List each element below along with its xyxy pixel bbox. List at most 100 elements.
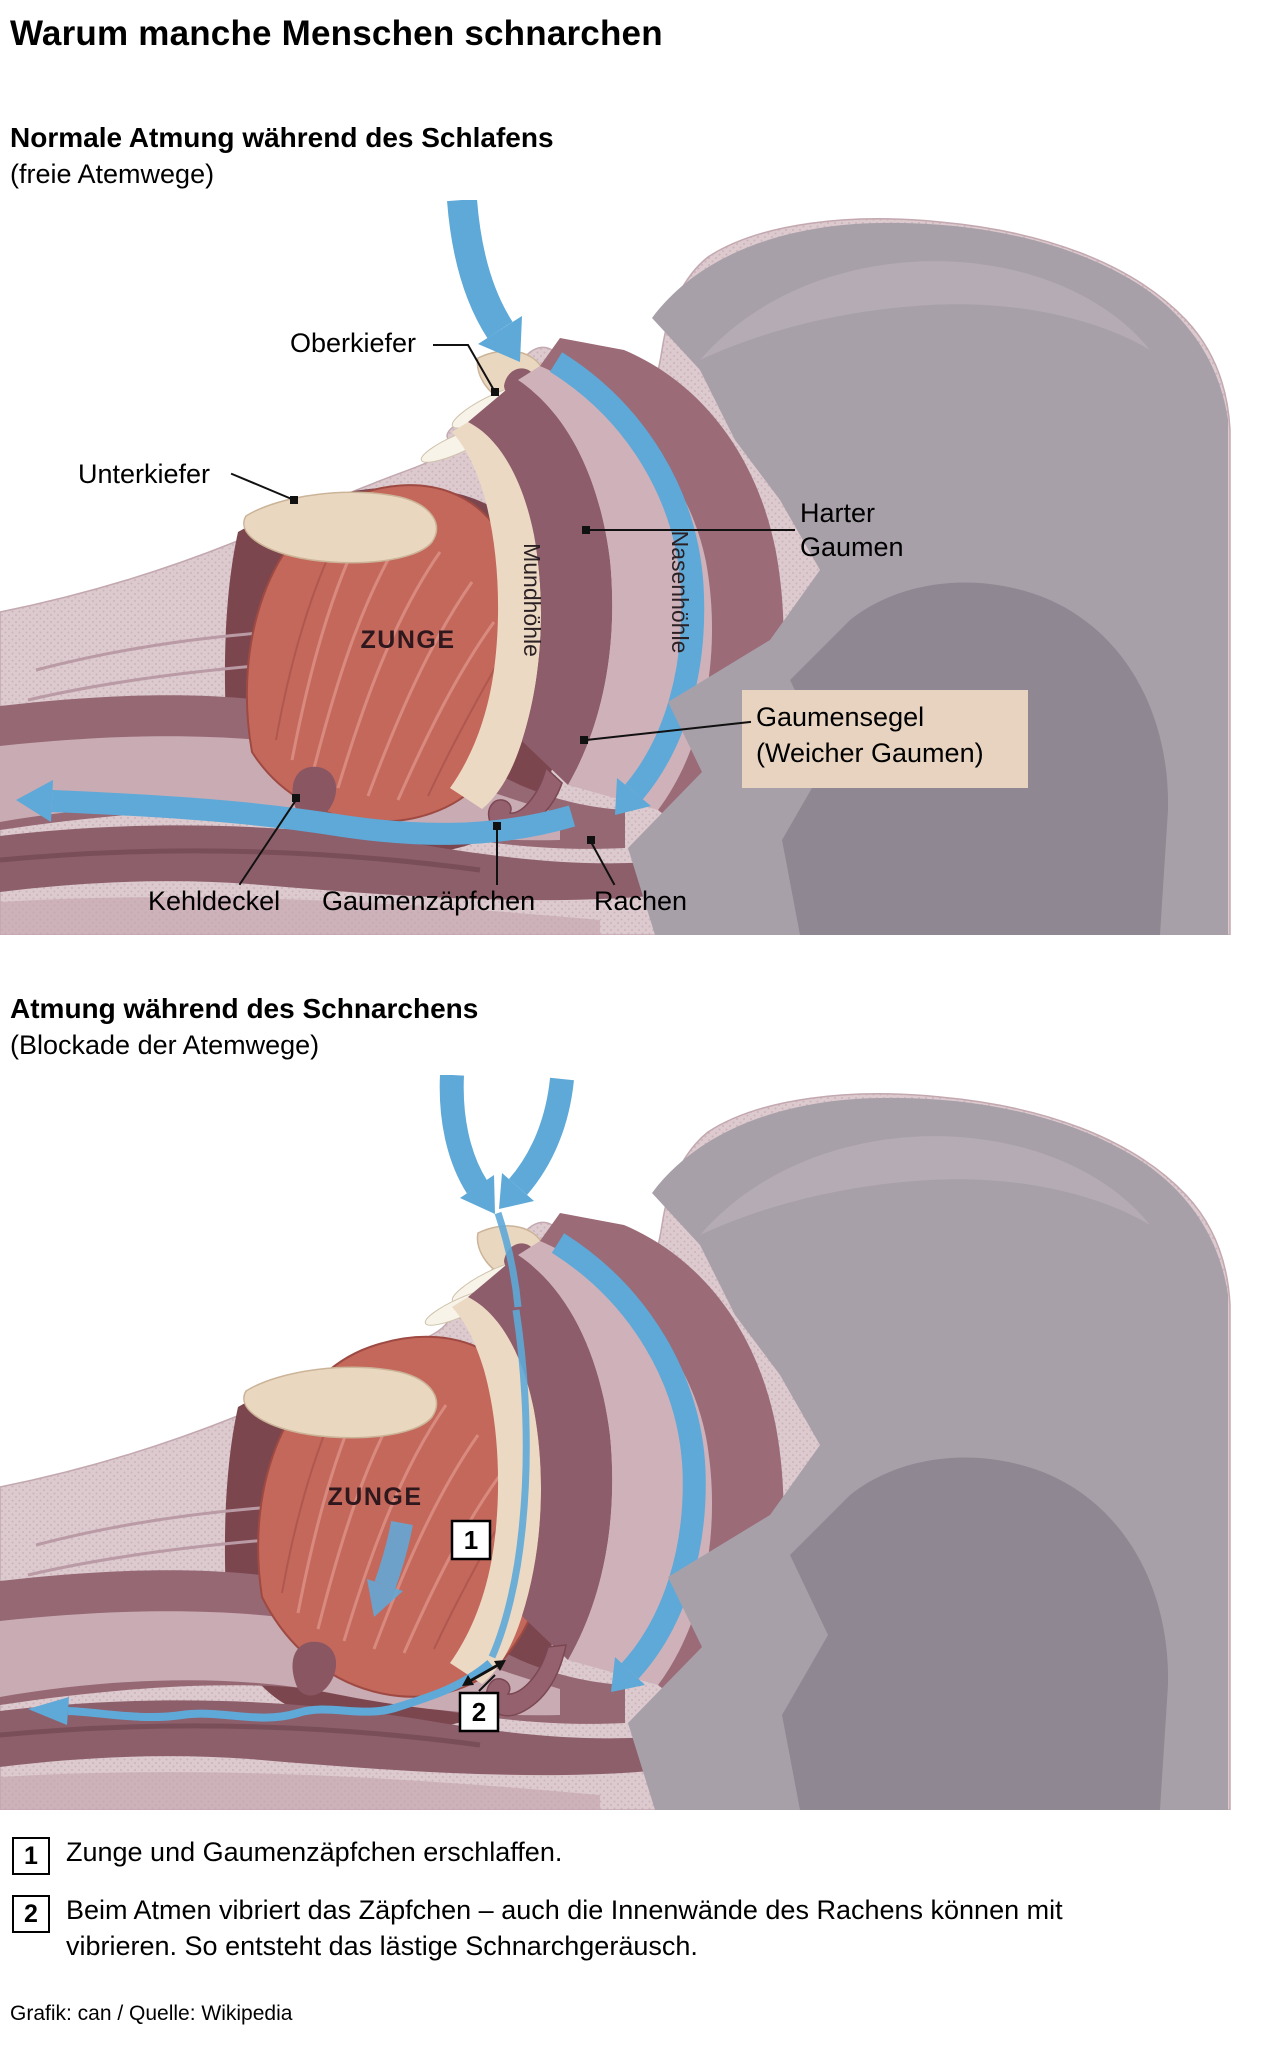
nasal-airflow-arrow-icon [551, 1233, 706, 1692]
section2-heading: Atmung während des Schnarchens [10, 993, 479, 1024]
leader-oberkiefer [433, 344, 497, 394]
credit-line: Grafik: can / Quelle: Wikipedia [10, 2002, 293, 2025]
leader-rachen [589, 840, 616, 886]
arrow-head [367, 1579, 403, 1617]
inhale-arrow-right-icon [499, 1077, 574, 1209]
legend-marker-1: 1 [12, 1837, 50, 1875]
marker-1: 1 [450, 1519, 492, 1561]
lower-jaw-bone [243, 1366, 438, 1439]
page-title: Warum manche Menschen schnarchen [10, 14, 663, 53]
throat-wall-lower [0, 825, 650, 901]
epiglottis [292, 766, 337, 821]
vibration-double-arrow-icon [462, 1660, 506, 1686]
label-zunge: ZUNGE [328, 1483, 423, 1511]
label-zunge: ZUNGE [361, 626, 456, 654]
label-nasenhoehle: Nasenhöhle [667, 531, 693, 654]
neck-tissue-band [0, 1772, 600, 1810]
lower-jaw-bone [243, 491, 438, 564]
label-harter-gaumen-line1: Harter [800, 498, 875, 528]
arrow-head [16, 780, 53, 822]
section1-subheading: (freie Atemwege) [10, 159, 215, 189]
vibration-arrowhead [462, 1675, 474, 1686]
leader-gaumensegel [584, 720, 752, 742]
label-plate [742, 690, 1028, 788]
marker-2: 2 [458, 1674, 500, 1733]
marker-1-digit: 1 [464, 1525, 478, 1555]
label-mundhoehle: Mundhöhle [519, 543, 545, 657]
leader-dot [491, 388, 499, 396]
diagram2-labels: ZUNGE 1 2 [328, 1483, 506, 1733]
arrow-head [478, 316, 522, 362]
label-unterkiefer: Unterkiefer [78, 459, 210, 489]
arrow-head [499, 1173, 534, 1209]
diagram-normal-breathing: Oberkiefer Unterkiefer ZUNGE Mundhöhle N… [0, 200, 1231, 935]
arrow-head [460, 1175, 495, 1214]
neck-shading-line [35, 1505, 273, 1547]
leader-unterkiefer [230, 472, 296, 502]
arrow-head [615, 778, 651, 815]
arrow-head [28, 1697, 69, 1725]
legend-text-2: Beim Atmen vibriert das Zäpfchen – auch … [66, 1895, 1063, 1961]
hair-shadow [782, 1457, 1169, 1810]
striation-line [402, 1474, 502, 1654]
hair-highlight [700, 1136, 1150, 1235]
label-rachen: Rachen [594, 886, 687, 916]
arrow-shaft [508, 1077, 574, 1195]
soft-palate-uvula-relaxed [485, 1644, 567, 1717]
inhale-arrow-icon [447, 200, 522, 362]
arrow-head [611, 1657, 645, 1692]
restricted-air-sliver [494, 1211, 522, 1308]
airflow-arrows [28, 1075, 706, 1725]
section2-subheading: (Blockade der Atemwege) [10, 1030, 320, 1060]
wavy-airflow-line [67, 1659, 493, 1722]
legend-marker-2: 2 [12, 1895, 50, 1933]
label-oberkiefer: Oberkiefer [290, 328, 416, 358]
arrow-shaft [374, 1520, 413, 1589]
nasal-airflow-arrow-icon [549, 352, 705, 815]
label-gaumensegel-line1: Gaumensegel [756, 702, 924, 732]
restricted-oral-airflow [488, 1309, 530, 1659]
arrow-shaft [51, 790, 576, 845]
striation-line [336, 551, 442, 789]
leader-dot [582, 526, 590, 534]
arrow-shaft [549, 352, 705, 800]
legend: 1 Zunge und Gaumenzäpfchen erschlaffen. … [12, 1835, 1262, 1964]
arrow-shaft [439, 1075, 488, 1194]
hair-highlight [700, 261, 1150, 360]
diagram-snoring: ZUNGE 1 2 [0, 1075, 1231, 1810]
esophagus-line [0, 848, 481, 873]
striation-line [396, 621, 496, 801]
leader-dot [587, 836, 595, 844]
vibration-arrowhead [494, 1660, 506, 1671]
label-kehldeckel: Kehldeckel [148, 886, 280, 916]
leader-marker-2 [478, 1674, 496, 1692]
vibration-line [469, 1663, 499, 1683]
neck-shading-line [35, 630, 273, 672]
label-gaumenzaepfchen: Gaumenzäpfchen [322, 886, 535, 916]
legend-item-2: 2 Beim Atmen vibriert das Zäpfchen – auc… [12, 1893, 1262, 1964]
epiglottis [292, 1641, 337, 1696]
label-gaumensegel-line2: (Weicher Gaumen) [756, 738, 984, 768]
legend-item-1: 1 Zunge und Gaumenzäpfchen erschlaffen. [12, 1835, 1262, 1875]
arrow-shaft [551, 1233, 706, 1679]
leader-dot [292, 794, 300, 802]
diagram1-labels: Oberkiefer Unterkiefer ZUNGE Mundhöhle N… [78, 328, 1028, 916]
mouth-cavity-band [450, 1297, 542, 1684]
leader-dot [580, 736, 588, 744]
legend-text-1: Zunge und Gaumenzäpfchen erschlaffen. [66, 1837, 563, 1867]
leader-dot [290, 496, 298, 504]
mouth-cavity-band [450, 422, 542, 809]
neck-tissue-band [0, 897, 600, 935]
striation-line [372, 1434, 480, 1650]
leader-kehldeckel [238, 798, 298, 886]
airflow-arrows [16, 200, 705, 845]
tongue-falls-back-arrow-icon [367, 1520, 413, 1617]
striation-line [342, 1404, 448, 1642]
label-harter-gaumen-line2: Gaumen [800, 532, 904, 562]
vibrating-airway-arrow-icon [28, 1659, 493, 1725]
trachea-airflow-arrow-icon [16, 780, 576, 845]
section1-heading: Normale Atmung während des Schlafens [10, 122, 554, 153]
marker-2-box [458, 1691, 500, 1733]
leader-dot [493, 822, 501, 830]
